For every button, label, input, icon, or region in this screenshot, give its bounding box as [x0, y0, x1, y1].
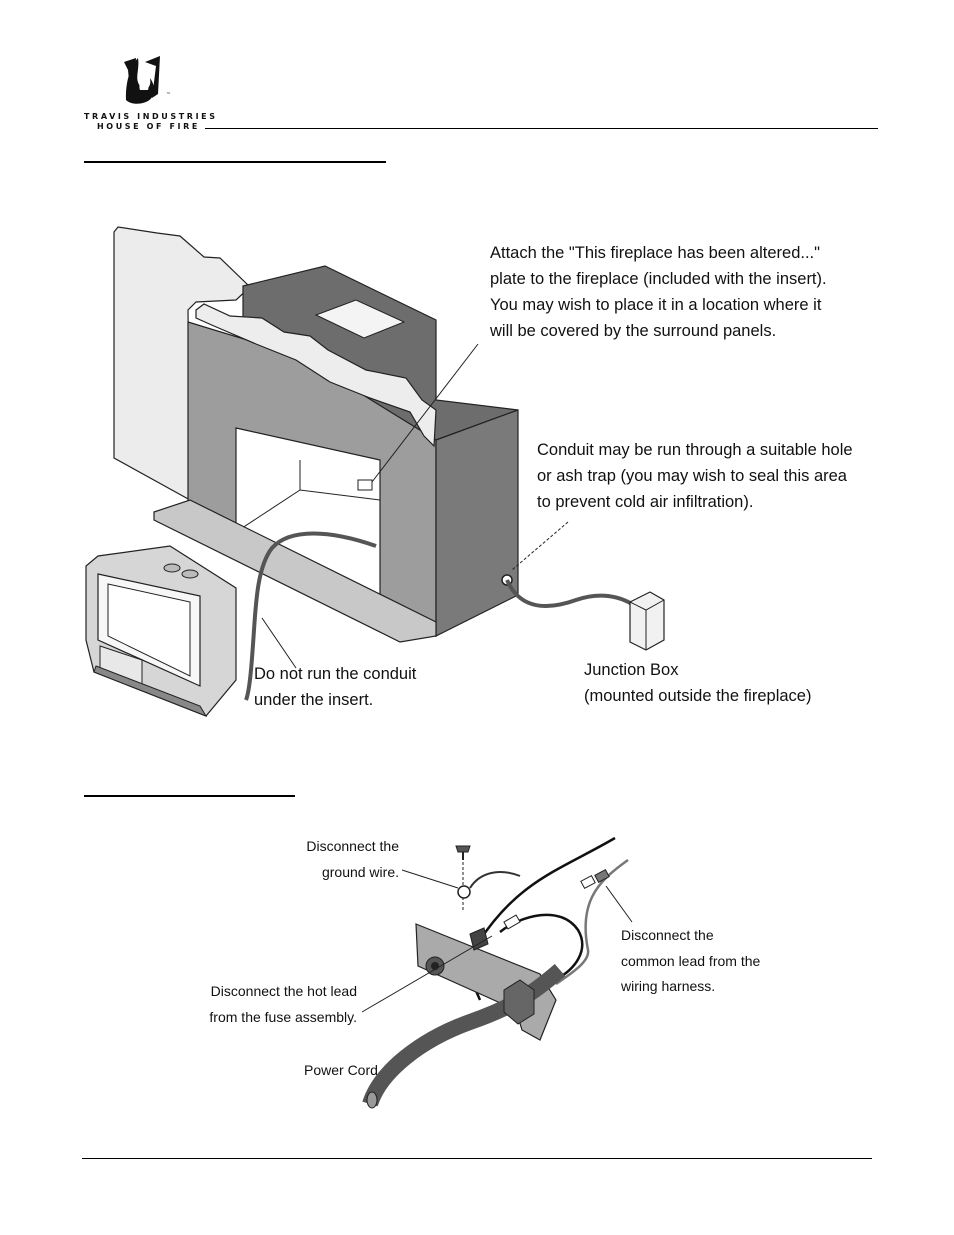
logo-line-1: TRAVIS INDUSTRIES: [84, 112, 218, 121]
callout-no-conduit-line: Do not run the conduit: [254, 665, 417, 683]
section-2-heading-rule: [84, 795, 295, 797]
callout-hot-lead: Disconnect the hot lead from the fuse as…: [190, 979, 357, 1030]
ground-wire: [469, 871, 521, 889]
callout-junction-line: (mounted outside the fireplace): [584, 687, 812, 705]
callout-plate-line: will be covered by the surround panels.: [490, 322, 777, 340]
callout-no-conduit: Do not run the conduit under the insert.: [254, 661, 416, 713]
ground-ring-terminal: [457, 885, 471, 899]
callout-common-line: Disconnect the: [621, 927, 714, 943]
header-rule: [205, 128, 878, 129]
fireplace-installation-diagram: [85, 226, 665, 718]
callout-common-line: common lead from the: [621, 952, 761, 969]
flue-opening: [314, 299, 406, 339]
callout-plate-line: You may wish to place it in a location w…: [490, 296, 822, 314]
callout-plate: Attach the "This fireplace has been alte…: [490, 240, 827, 344]
mantel-shelf: [195, 303, 437, 448]
travis-logo-flame-icon: ™: [124, 56, 171, 104]
leader-plate: [371, 343, 479, 483]
callout-junction-box: Junction Box (mounted outside the firepl…: [584, 657, 811, 709]
logo-line-2: HOUSE OF FIRE: [97, 122, 200, 131]
leader-common: [605, 885, 633, 923]
callout-no-conduit-line: under the insert.: [254, 691, 374, 709]
callout-hot-line: Disconnect the hot lead: [210, 983, 357, 999]
connector-male: [580, 874, 596, 890]
callout-common-line: wiring harness.: [621, 978, 716, 994]
footer-rule: [82, 1158, 872, 1159]
callout-ground-wire: Disconnect the ground wire.: [284, 834, 399, 885]
callout-hole-line: to prevent cold air infiltration).: [537, 493, 754, 511]
hot-connector: [503, 914, 521, 930]
leader-hot: [361, 935, 493, 1013]
callout-common-lead: Disconnect the common lead from the wiri…: [621, 923, 760, 1000]
callout-ground-line: ground wire.: [321, 863, 399, 880]
leader-hole: [511, 521, 569, 571]
hearth: [153, 499, 437, 643]
trademark-symbol: ™: [166, 92, 171, 98]
leader-no-conduit: [261, 617, 297, 669]
leader-ground: [401, 869, 459, 889]
callout-conduit-hole: Conduit may be run through a suitable ho…: [537, 437, 853, 515]
strain-relief-nut: [503, 979, 535, 1025]
callout-hole-line: Conduit may be run through a suitable ho…: [537, 441, 853, 459]
hot-lead: [499, 913, 584, 980]
altered-plate: [357, 479, 373, 491]
callout-junction-line: Junction Box: [584, 661, 679, 679]
callout-hot-line: from the fuse assembly.: [209, 1008, 357, 1025]
ground-screw: [455, 845, 471, 853]
callout-plate-line: plate to the fireplace (included with th…: [490, 270, 827, 288]
connector-female: [594, 868, 610, 884]
callout-plate-line: Attach the "This fireplace has been alte…: [490, 244, 820, 262]
callout-ground-line: Disconnect the: [306, 838, 399, 854]
section-1-heading-rule: [84, 161, 386, 163]
callout-hole-line: or ash trap (you may wish to seal this a…: [537, 467, 847, 485]
conduit: [244, 531, 377, 701]
callout-power-cord: Power Cord: [304, 1062, 378, 1078]
